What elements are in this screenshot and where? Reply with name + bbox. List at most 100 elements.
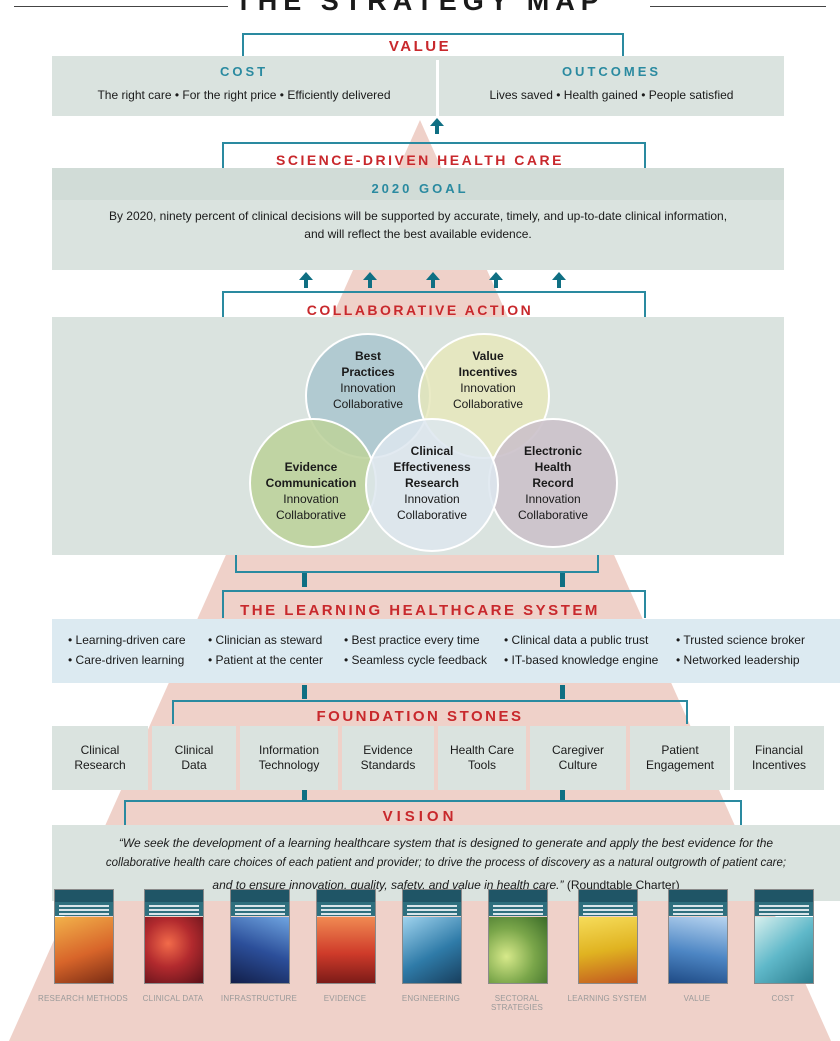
- vision-title: VISION: [382, 808, 458, 825]
- circle-bold-line: Health: [534, 460, 572, 474]
- book-cover: [144, 889, 204, 984]
- stone-line: Data: [181, 758, 207, 772]
- lhs-band: [52, 619, 840, 683]
- goal-heading: 2020 GOAL: [371, 181, 469, 196]
- stone-line: Technology: [258, 758, 320, 772]
- circle-bold-line: Effectiveness: [393, 460, 471, 474]
- lhs-column: • Learning-driven care • Care-driven lea…: [68, 633, 186, 667]
- bullet: •: [641, 88, 649, 102]
- circle-line: Collaborative: [332, 397, 404, 411]
- stone-line: Evidence: [363, 743, 413, 757]
- lhs-bracket: [222, 590, 646, 618]
- circle-line: Collaborative: [452, 397, 524, 411]
- vision-band: [52, 825, 840, 901]
- stone-line: Culture: [558, 758, 598, 772]
- bullet: •: [279, 88, 288, 102]
- vision-line-2: collaborative health care choices of eac…: [105, 857, 787, 869]
- circle-bold-line: Practices: [341, 365, 395, 379]
- science-title: SCIENCE-DRIVEN HEALTH CARE: [276, 152, 564, 168]
- stone-line: Incentives: [751, 758, 807, 772]
- outcomes-items: Lives saved • Health gained • People sat…: [439, 88, 784, 102]
- title-rule-left: [14, 6, 228, 7]
- lhs-column: • Best practice every time • Seamless cy…: [344, 633, 487, 667]
- circle-bold-line: Electronic: [523, 444, 583, 458]
- stone-line: Research: [74, 758, 126, 772]
- lhs-item: Clinician as steward: [215, 633, 323, 647]
- circle-bold-line: Clinical: [410, 444, 454, 458]
- cost-item: Efficiently delivered: [287, 88, 391, 102]
- stone-line: Standards: [360, 758, 416, 772]
- bullet: •: [174, 88, 183, 102]
- stone-line: Clinical: [80, 743, 120, 757]
- circle-line: Innovation: [404, 492, 460, 506]
- circle-line: Collaborative: [517, 508, 589, 522]
- circle-bold-line: Research: [404, 476, 460, 490]
- connector: [560, 790, 565, 802]
- circle-bold-line: Value: [472, 349, 504, 363]
- outcome-item: People satisfied: [648, 88, 734, 102]
- circle-bold-line: Evidence: [284, 460, 338, 474]
- circle-line: Innovation: [340, 381, 396, 395]
- collab-bracket: [222, 291, 646, 319]
- book-label: CLINICAL DATA: [142, 994, 204, 1003]
- outcomes-heading: OUTCOMES: [561, 64, 662, 79]
- book-cover: [402, 889, 462, 984]
- bullet: •: [556, 88, 564, 102]
- lhs-column: • Trusted science broker • Networked lea…: [676, 633, 805, 667]
- foundation-bracket: [172, 700, 688, 724]
- book-label: VALUE: [683, 994, 711, 1003]
- circle-line: Collaborative: [275, 508, 347, 522]
- collab-title: COLLABORATIVE ACTION: [306, 302, 534, 318]
- stone-line: Patient: [661, 743, 699, 757]
- stone-line: Health Care: [449, 743, 515, 757]
- collab-lower-bracket: [235, 555, 599, 573]
- stone-line: Information: [258, 743, 320, 757]
- circle-clinical-effectiveness: [365, 418, 499, 552]
- book-label: ENGINEERING: [401, 994, 461, 1003]
- circle-evidence-communication: [249, 418, 377, 548]
- value-divider: [436, 60, 439, 116]
- title-rule-right: [650, 6, 826, 7]
- connector: [302, 685, 307, 699]
- outcome-item: Health gained: [563, 88, 638, 102]
- book-label: EVIDENCE: [323, 994, 367, 1003]
- book-label: SECTORAL STRATEGIES: [490, 994, 544, 1012]
- stone-line: Financial: [754, 743, 804, 757]
- book-cover: [668, 889, 728, 984]
- value-band: [52, 56, 784, 116]
- stone-line: Tools: [467, 758, 496, 772]
- stone-line: Caregiver: [551, 743, 605, 757]
- vision-line-3: and to ensure innovation, quality, safet…: [52, 878, 840, 892]
- book-label: INFRASTRUCTURE: [220, 994, 298, 1003]
- lhs-item: IT-based knowledge engine: [511, 653, 659, 667]
- book-cover: [754, 889, 814, 984]
- lhs-title: THE LEARNING HEALTHCARE SYSTEM: [240, 602, 600, 619]
- book-cover: [488, 889, 548, 984]
- value-bracket: [242, 33, 624, 57]
- science-bracket: [222, 142, 646, 170]
- goal-header-band: [52, 168, 784, 200]
- book-cover: [54, 889, 114, 984]
- circle-label-value-incentives: Value Incentives Innovation Collaborativ…: [438, 348, 538, 412]
- book-cover: [230, 889, 290, 984]
- value-title: VALUE: [388, 38, 452, 55]
- cost-item: The right care: [97, 88, 172, 102]
- circle-label-evidence-communication: Evidence Communication Innovation Collab…: [256, 459, 366, 523]
- stone-line: Clinical: [174, 743, 214, 757]
- book-label: RESEARCH METHODS: [38, 994, 128, 1003]
- circle-bold-line: Record: [532, 476, 574, 490]
- circle-label-ehr: Electronic Health Record Innovation Coll…: [503, 443, 603, 523]
- circle-label-best-practices: Best Practices Innovation Collaborative: [318, 348, 418, 412]
- goal-line-1: By 2020, ninety percent of clinical deci…: [108, 209, 728, 223]
- book-label: LEARNING SYSTEM: [567, 994, 647, 1003]
- lhs-item: Learning-driven care: [75, 633, 186, 647]
- book-cover: [316, 889, 376, 984]
- circle-line: Innovation: [283, 492, 339, 506]
- vision-attribution: (Roundtable Charter): [566, 878, 680, 892]
- circle-line: Collaborative: [396, 508, 468, 522]
- stone-line: Engagement: [645, 758, 715, 772]
